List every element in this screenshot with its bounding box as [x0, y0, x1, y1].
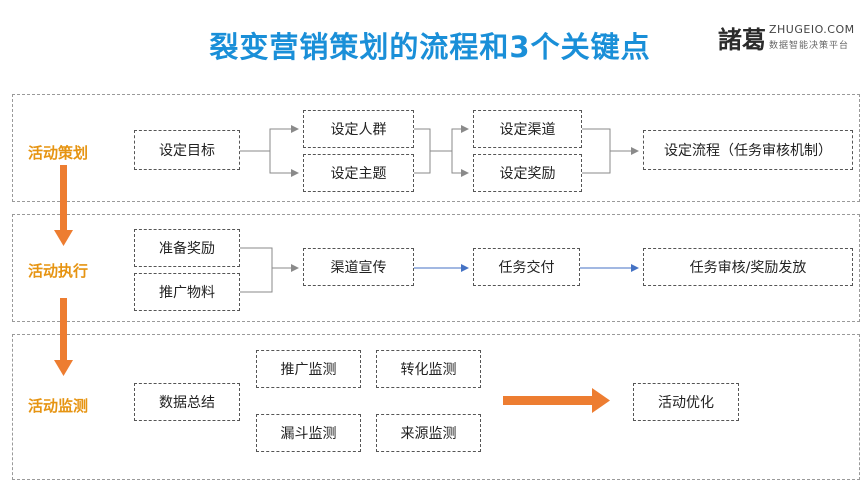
- box-set-reward: 设定奖励: [473, 154, 582, 192]
- page-title: 裂变营销策划的流程和3个关键点: [209, 30, 651, 64]
- box-review-reward: 任务审核/奖励发放: [643, 248, 853, 286]
- box-promo-materials: 推广物料: [134, 273, 240, 311]
- section-execution: [12, 214, 860, 322]
- box-set-theme: 设定主题: [303, 154, 414, 192]
- section-planning: [12, 94, 860, 202]
- box-set-channel: 设定渠道: [473, 110, 582, 148]
- box-set-goal: 设定目标: [134, 130, 240, 170]
- box-task-delivery: 任务交付: [473, 248, 580, 286]
- box-activity-optimization: 活动优化: [633, 383, 739, 421]
- box-prepare-rewards: 准备奖励: [134, 229, 240, 267]
- stage-label-planning: 活动策划: [28, 144, 89, 162]
- stage-label-execution: 活动执行: [28, 262, 89, 280]
- box-set-audience: 设定人群: [303, 110, 414, 148]
- logo-domain: ZHUGEIO.COM: [769, 23, 855, 36]
- box-source-monitoring: 来源监测: [376, 414, 481, 452]
- box-data-summary: 数据总结: [134, 383, 240, 421]
- box-channel-promotion: 渠道宣传: [303, 248, 414, 286]
- stage-label-monitoring: 活动监测: [28, 397, 89, 415]
- box-conversion-monitoring: 转化监测: [376, 350, 481, 388]
- section-monitoring: [12, 334, 860, 480]
- box-promo-monitoring: 推广监测: [256, 350, 361, 388]
- logo: 諸葛: [718, 25, 766, 54]
- box-set-process: 设定流程（任务审核机制）: [643, 130, 853, 170]
- logo-tagline: 数据智能决策平台: [769, 41, 850, 51]
- box-funnel-monitoring: 漏斗监测: [256, 414, 361, 452]
